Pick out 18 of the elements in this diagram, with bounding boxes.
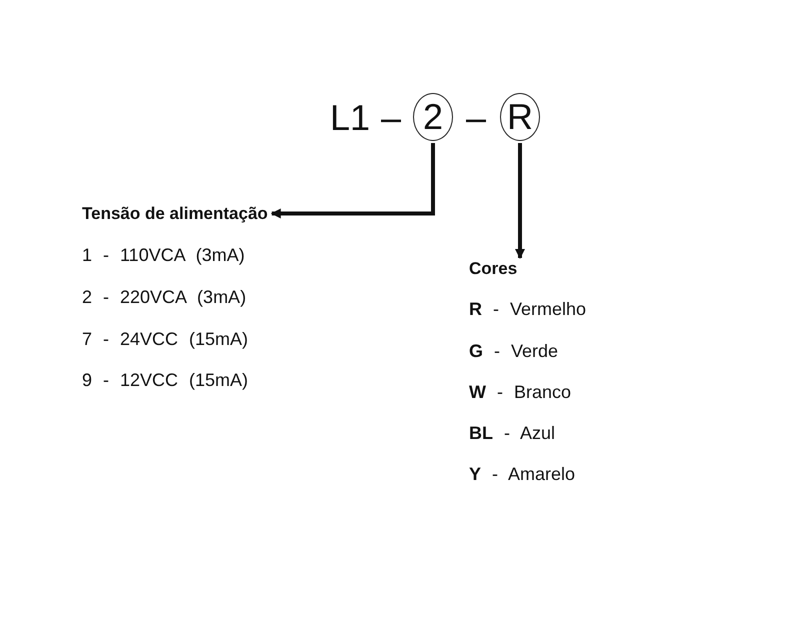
- list-item: BL - Azul: [469, 424, 556, 442]
- code-text: L1: [330, 100, 370, 136]
- list-item: 1 - 110VCA (3mA): [82, 246, 245, 264]
- section-heading: Tensão de alimentação: [82, 205, 268, 222]
- dash: –: [466, 100, 486, 136]
- list-item: 2 - 220VCA (3mA): [82, 288, 246, 306]
- circled-code: 2: [413, 93, 453, 141]
- list-item: W - Branco: [469, 383, 572, 401]
- arrow: [270, 143, 435, 218]
- list-item: 7 - 24VCC (15mA): [82, 330, 248, 348]
- list-item: 9 - 12VCC (15mA): [82, 371, 248, 389]
- dash: –: [381, 100, 402, 136]
- list-item: Y - Amarelo: [469, 465, 576, 483]
- circled-code: R: [500, 93, 540, 141]
- section-heading: Cores: [469, 260, 518, 277]
- arrow: [515, 143, 525, 259]
- list-item: R - Vermelho: [469, 300, 586, 318]
- list-item: G - Verde: [469, 342, 558, 360]
